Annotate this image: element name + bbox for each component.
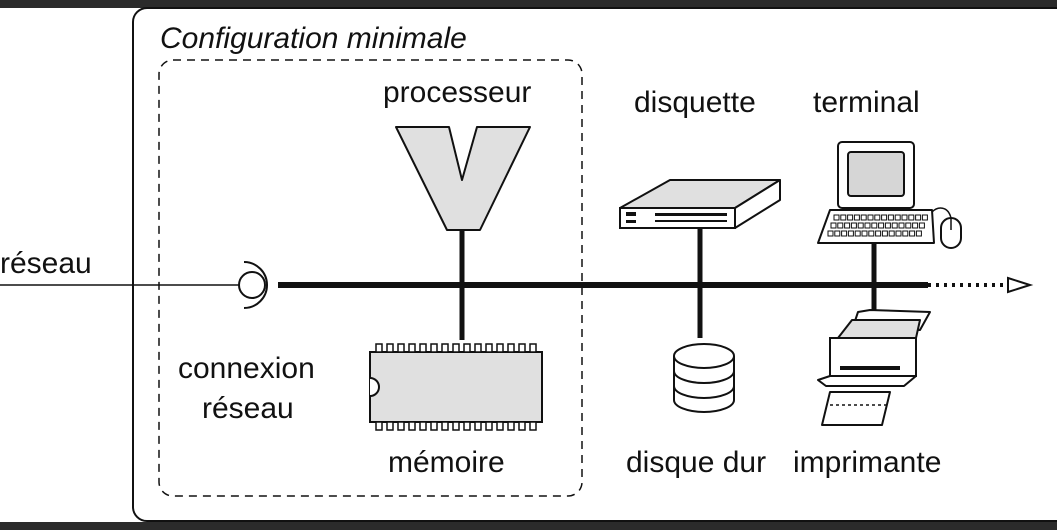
floppy-drive-icon [619,179,781,229]
keyboard-key [902,230,909,237]
keyboard-key [881,230,888,237]
memory-pin [518,421,526,431]
memory-pin [408,421,416,431]
memory-pin [463,421,471,431]
terminal-computer-icon [817,141,962,249]
terminal-label: terminal [813,86,920,119]
network-port-icon [238,261,268,309]
keyboard-key [847,214,854,221]
printer-label: imprimante [793,446,941,479]
memory-pin [518,343,526,353]
keyboard-key [915,214,922,221]
memory-pin [408,343,416,353]
outer-panel [132,7,1057,522]
canvas-background [0,8,1057,522]
keyboard-key [867,214,874,221]
memory-pin [386,421,394,431]
bottom-strip [0,522,1057,530]
keyboard-key [850,222,857,229]
memory-pin [375,343,383,353]
keyboard-key [871,222,878,229]
keyboard-key [830,222,837,229]
memory-pin [375,421,383,431]
memory-pin [397,421,405,431]
keyboard-key [861,230,868,237]
keyboard-key [837,222,844,229]
keyboard-key [905,222,912,229]
network-connection-label-line1: connexion [178,352,315,385]
keyboard-key [898,222,905,229]
keyboard-key [844,222,851,229]
floppy-label: disquette [634,86,756,119]
keyboard-key [864,222,871,229]
memory-pin [430,343,438,353]
keyboard-key [840,214,847,221]
memory-pin [452,343,460,353]
memory-pin [529,343,537,353]
processor-v-icon [395,126,531,231]
network-label: réseau [0,247,92,280]
diagram-title: Configuration minimale [160,22,467,55]
memory-label: mémoire [388,446,505,479]
keyboard-key [891,222,898,229]
keyboard-key [875,230,882,237]
keyboard-key [854,230,861,237]
memory-pin [419,343,427,353]
disk-stack-icon [673,343,735,413]
memory-pin [496,343,504,353]
keyboard-key [908,214,915,221]
keyboard-key [887,214,894,221]
keyboard-key [918,222,925,229]
memory-pin [452,421,460,431]
keyboard-key [878,222,885,229]
memory-pin [419,421,427,431]
keyboard-key [921,214,928,221]
memory-pin [430,421,438,431]
keyboard-key [833,214,840,221]
keyboard-key [901,214,908,221]
memory-pin [397,343,405,353]
memory-pin [474,343,482,353]
memory-pin [474,421,482,431]
memory-chip-icon [369,343,543,431]
keyboard-key [834,230,841,237]
keyboard-key [895,230,902,237]
keyboard-key [888,230,895,237]
keyboard-key [894,214,901,221]
memory-pin [485,343,493,353]
keyboard-key [912,222,919,229]
memory-pin [386,343,394,353]
keyboard-key [841,230,848,237]
memory-pin [507,421,515,431]
minimal-config-group [158,59,583,497]
memory-pin [507,343,515,353]
keyboard-key [827,230,834,237]
memory-pin [529,421,537,431]
memory-pin [441,421,449,431]
hard-disk-label: disque dur [626,446,766,479]
keyboard-key [915,230,922,237]
printer-icon [817,309,931,426]
keyboard-key [909,230,916,237]
top-strip [0,0,1057,8]
keyboard-key [881,214,888,221]
keyboard-key [874,214,881,221]
memory-pin [441,343,449,353]
keyboard-key [884,222,891,229]
keyboard-key [847,230,854,237]
memory-pin [485,421,493,431]
memory-pin [496,421,504,431]
processor-label: processeur [383,76,531,109]
keyboard-key [860,214,867,221]
bus-arrow-head [1007,276,1034,294]
keyboard-key [857,222,864,229]
memory-pin [463,343,471,353]
keyboard-key [868,230,875,237]
network-connection-label-line2: réseau [202,392,294,425]
keyboard-key [853,214,860,221]
